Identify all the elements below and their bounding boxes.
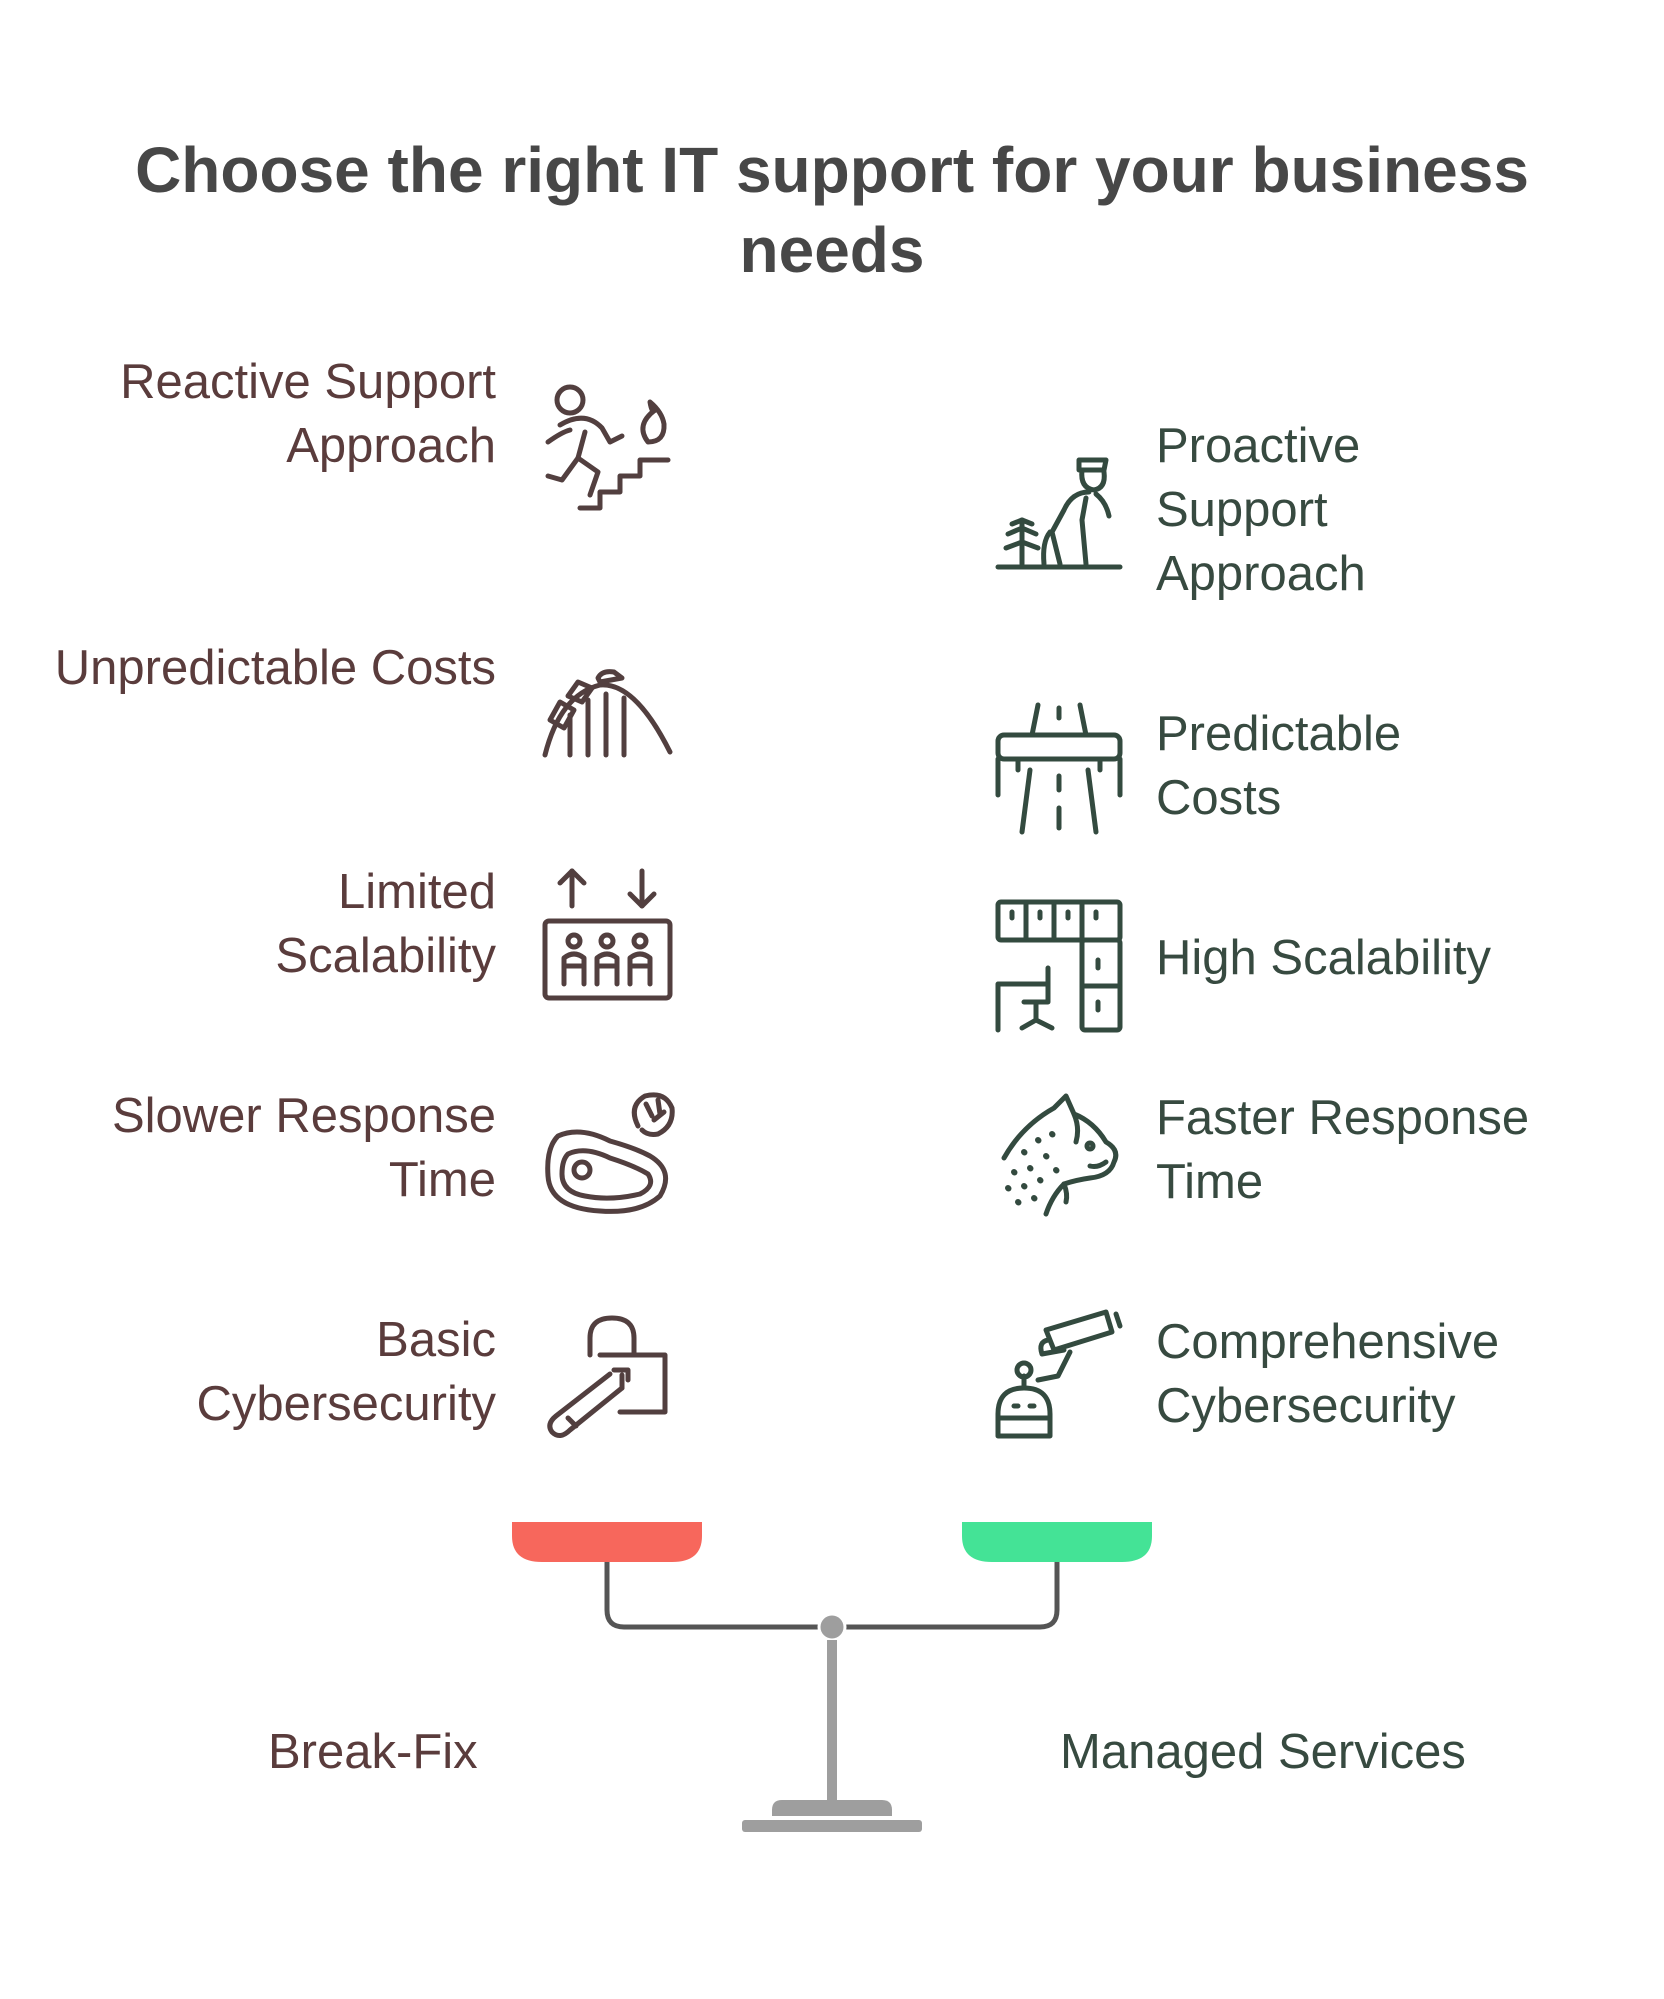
right-item-proactive-support: Proactive Support Approach [1156,419,1366,601]
right-item-predictable-costs: Predictable Costs [1156,707,1402,825]
scale-pivot [817,1612,847,1642]
right-pan [962,1522,1152,1562]
balance-scale [512,1522,1152,1832]
left-item-unpredictable-costs: Unpredictable Costs [54,641,496,695]
lock-pick-icon [540,1310,675,1445]
security-camera-alarm-icon [994,1306,1124,1441]
page-title: Choose the right IT support for your bus… [135,134,1529,286]
left-item-reactive-support: Reactive Support Approach [120,355,496,473]
cheetah-icon [994,1090,1124,1220]
right-item-comprehensive-cybersecurity: Comprehensive Cybersecurity [1156,1315,1500,1433]
roller-coaster-icon [540,660,675,760]
left-pan [512,1522,702,1562]
left-item-slower-response: Slower Response Time [111,1089,496,1207]
scale-post [827,1640,837,1808]
modular-shelving-icon [994,898,1124,1033]
scale-base-bottom [742,1820,922,1832]
right-item-high-scalability: High Scalability [1156,931,1491,985]
highway-bridge-icon [994,700,1124,835]
gardener-icon [994,452,1124,572]
scale-base-top [772,1800,892,1816]
elevator-icon [540,866,675,1001]
left-item-limited-scalability: Limited Scalability [275,865,496,983]
steak-shrimp-icon [540,1086,675,1216]
left-item-basic-cybersecurity: Basic Cybersecurity [196,1313,496,1431]
right-item-faster-response: Faster Response Time [1156,1091,1530,1209]
managed-services-label: Managed Services [1060,1725,1466,1779]
break-fix-label: Break-Fix [268,1725,478,1779]
running-stairs-fire-icon [540,380,675,515]
